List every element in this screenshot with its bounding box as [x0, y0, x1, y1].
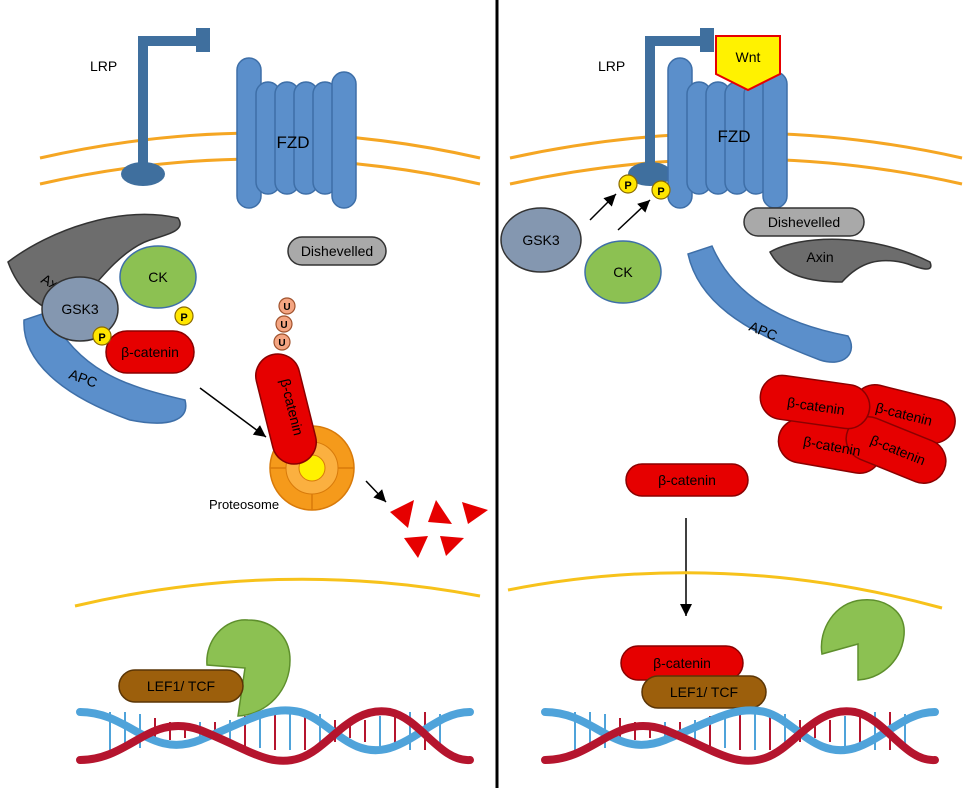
- right-axin: [769, 238, 932, 283]
- left-fzd-receptor: [236, 57, 357, 209]
- right-beta-catenin-stack-4-shape: [845, 416, 947, 484]
- left-beta-catenin-degrading: [255, 353, 317, 465]
- right-apc: [687, 245, 853, 363]
- right-phospho-2-label: P: [657, 186, 664, 198]
- right-wnt-label: Wnt: [736, 49, 761, 65]
- left-phospho-2: [174, 306, 194, 326]
- left-panel: LRP FZD Axin APC GSK3 CK β-catenin P P: [7, 28, 488, 765]
- right-beta-catenin-free-label: β-catenin: [658, 472, 716, 488]
- right-phospho-1: [618, 174, 638, 194]
- right-dishevelled-label: Dishevelled: [768, 214, 840, 230]
- right-beta-catenin-stack-1-shape: [759, 374, 871, 430]
- right-nuclear-membrane: [507, 571, 943, 610]
- right-fzd-label: FZD: [717, 127, 750, 146]
- left-ubiquitin-1-label: U: [283, 302, 290, 313]
- right-arrow-ck-to-lrp: [617, 199, 651, 231]
- left-ubiquitin-3: [273, 333, 291, 351]
- right-phospho-2: [651, 180, 671, 200]
- left-ubiquitin-1: [278, 297, 296, 315]
- left-beta-catenin-complex-label: β-catenin: [121, 344, 179, 360]
- left-lef1-tcf: [118, 669, 244, 703]
- left-gsk3: [41, 276, 119, 342]
- left-dishevelled-label: Dishevelled: [301, 243, 373, 259]
- left-ubiquitin-2-label: U: [280, 320, 287, 331]
- left-degraded-fragments: [390, 500, 488, 558]
- right-axin-label: Axin: [806, 249, 833, 265]
- left-arrow-to-fragments: [365, 480, 387, 503]
- right-lef1-tcf: [641, 675, 767, 709]
- left-beta-catenin-complex: [105, 330, 195, 374]
- right-phospho-1-label: P: [624, 180, 631, 192]
- right-arrow-gsk3-to-lrp: [589, 193, 617, 221]
- right-lrp-label: LRP: [598, 58, 625, 74]
- left-lrp-receptor: [121, 28, 210, 186]
- right-lef1-tcf-label: LEF1/ TCF: [670, 684, 738, 700]
- right-beta-catenin-nuclear-label: β-catenin: [653, 655, 711, 671]
- right-gsk3: [500, 207, 582, 273]
- left-gsk3-label: GSK3: [61, 301, 99, 317]
- left-dishevelled: [287, 236, 387, 266]
- left-ck: [119, 245, 197, 309]
- left-green-corepressor: [206, 619, 291, 717]
- left-phospho-1: [92, 326, 112, 346]
- left-nuclear-membrane: [74, 577, 481, 608]
- right-dishevelled: [743, 207, 865, 237]
- right-ck: [584, 240, 662, 304]
- right-green-corepressor: [820, 599, 905, 681]
- left-phospho-1-label: P: [98, 332, 105, 344]
- right-ck-label: CK: [613, 264, 633, 280]
- left-arrow-to-proteosome: [199, 387, 267, 438]
- left-lef1-tcf-label: LEF1/ TCF: [147, 678, 215, 694]
- left-apc: [23, 311, 187, 424]
- left-dna-helix: [76, 706, 474, 765]
- left-ubiquitin-3-label: U: [278, 338, 285, 349]
- left-fzd-label: FZD: [276, 133, 309, 152]
- left-ubiquitin-2: [275, 315, 293, 333]
- left-lrp-label: LRP: [90, 58, 117, 74]
- left-proteosome-label: Proteosome: [209, 497, 279, 512]
- right-gsk3-label: GSK3: [522, 232, 560, 248]
- left-phospho-2-label: P: [180, 312, 187, 324]
- right-beta-catenin-stack-1-label: β-catenin: [786, 394, 846, 418]
- right-beta-catenin-free: [625, 463, 749, 497]
- right-lrp-receptor: [628, 28, 714, 186]
- right-dna-helix: [541, 706, 939, 765]
- left-ck-label: CK: [148, 269, 168, 285]
- right-beta-catenin-stack: [759, 374, 956, 484]
- right-fzd-receptor: [667, 57, 788, 209]
- right-wnt-ligand: [715, 35, 781, 92]
- right-panel: LRP FZD Wnt P P GSK3 CK Dishevelled: [500, 28, 963, 765]
